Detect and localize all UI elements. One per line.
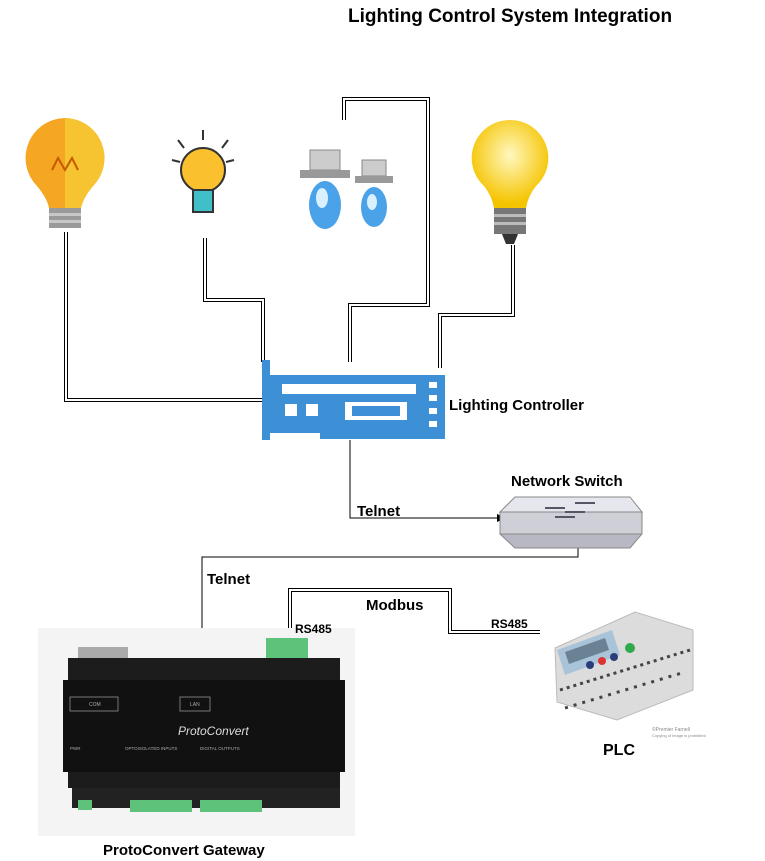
rs485-plc-label: RS485: [491, 617, 528, 631]
protoconvert-gateway-device: ProtoConvert COM LAN OPTOISOLATED INPUTS…: [38, 628, 355, 836]
svg-text:OPTOISOLATED INPUTS: OPTOISOLATED INPUTS: [125, 746, 177, 751]
bulb-orange-icon: [25, 118, 105, 228]
svg-text:LAN: LAN: [190, 702, 200, 708]
modbus-label: Modbus: [366, 597, 424, 614]
lighting-controller-label: Lighting Controller: [449, 397, 584, 414]
telnet-label-2: Telnet: [207, 571, 251, 588]
plc-label: PLC: [603, 742, 635, 759]
telnet-label-1: Telnet: [357, 503, 401, 520]
lighting-controller-card-icon: [262, 360, 445, 440]
svg-text:DIGITAL OUTPUTS: DIGITAL OUTPUTS: [200, 746, 240, 751]
wire-telnet-2: [198, 548, 579, 646]
wire-bulb4: [438, 245, 515, 368]
rs485-gateway-label: RS485: [295, 622, 332, 636]
svg-text:©Premier Farnell: ©Premier Farnell: [652, 726, 690, 733]
svg-text:COM: COM: [89, 702, 101, 708]
svg-text:Copying of image is prohibited: Copying of image is prohibited: [652, 733, 706, 738]
diagram-title: Lighting Control System Integration: [348, 6, 673, 27]
network-switch-label: Network Switch: [511, 473, 623, 490]
gateway-label: ProtoConvert Gateway: [103, 842, 265, 859]
wire-telnet-1: [349, 440, 506, 522]
headlamp-bulbs-icon: [300, 149, 393, 229]
svg-text:PWR: PWR: [70, 746, 81, 751]
network-switch-icon: [498, 496, 644, 549]
bulb-glowing-icon: [471, 119, 549, 244]
plc-device: ©Premier Farnell Copying of image is pro…: [554, 611, 706, 738]
wire-bulb1: [64, 232, 262, 402]
wires: [64, 97, 579, 646]
bulb-small-icon: [171, 130, 235, 213]
wire-headlamp: [342, 97, 430, 362]
gateway-brand: ProtoConvert: [178, 724, 249, 738]
